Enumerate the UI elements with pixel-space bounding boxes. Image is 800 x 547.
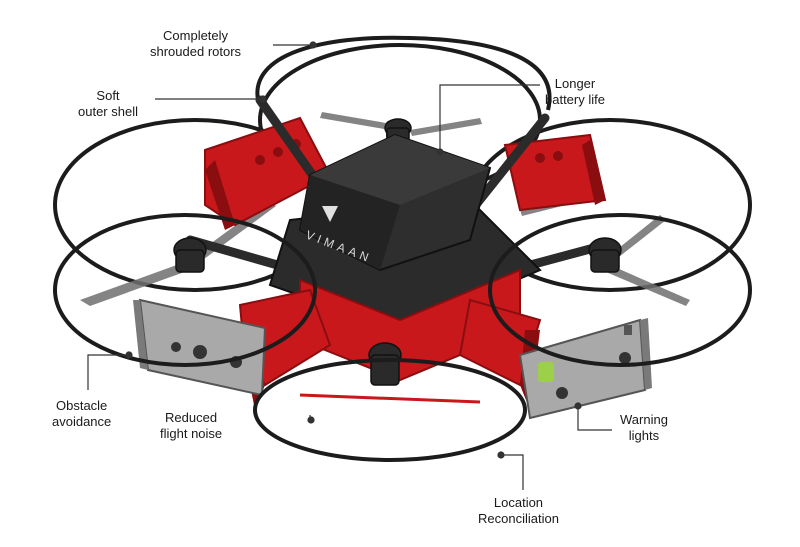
label-flight-noise-line2: flight noise <box>160 426 223 441</box>
label-soft-shell: Soft outer shell <box>78 88 138 120</box>
label-flight-noise-line1: Reduced <box>165 410 218 425</box>
label-battery-life-line2: battery life <box>545 92 605 107</box>
label-location-reconciliation-line1: Location <box>493 495 544 510</box>
label-soft-shell-line2: outer shell <box>78 104 138 119</box>
label-obstacle-avoidance-line2: avoidance <box>52 414 112 429</box>
guard-ring-front-left <box>53 213 317 367</box>
label-warning-lights: Warning lights <box>620 412 668 444</box>
label-soft-shell-line1: Soft <box>96 88 120 103</box>
label-obstacle-avoidance-line1: Obstacle <box>55 398 108 413</box>
label-shrouded-rotors-line1: Completely <box>163 28 229 43</box>
sensor-pod-right <box>518 318 652 420</box>
label-location-reconciliation-line2: Reconciliation <box>478 511 559 526</box>
leader-obstacle <box>87 354 128 390</box>
leader-location <box>502 454 524 490</box>
label-shrouded-rotors-line2: shrouded rotors <box>150 44 242 59</box>
guard-ring-front-right <box>488 213 752 367</box>
leader-lines <box>87 41 612 490</box>
leader-battery <box>439 84 540 150</box>
warning-light-icon <box>538 362 554 382</box>
label-warning-lights-line1: Warning <box>620 412 668 427</box>
guard-ring-front <box>253 358 527 462</box>
motors <box>173 118 622 386</box>
label-shrouded-rotors: Completely shrouded rotors <box>150 28 241 60</box>
label-battery-life: Longer battery life <box>545 76 605 108</box>
label-flight-noise: Reduced flight noise <box>160 410 222 442</box>
label-warning-lights-line2: lights <box>628 428 660 443</box>
leader-warning <box>577 408 612 431</box>
sensor-pod-left <box>133 298 267 397</box>
label-obstacle-avoidance: Obstacle avoidance <box>52 398 111 430</box>
label-battery-life-line1: Longer <box>554 76 596 91</box>
label-location-reconciliation: Location Reconciliation <box>478 495 559 527</box>
